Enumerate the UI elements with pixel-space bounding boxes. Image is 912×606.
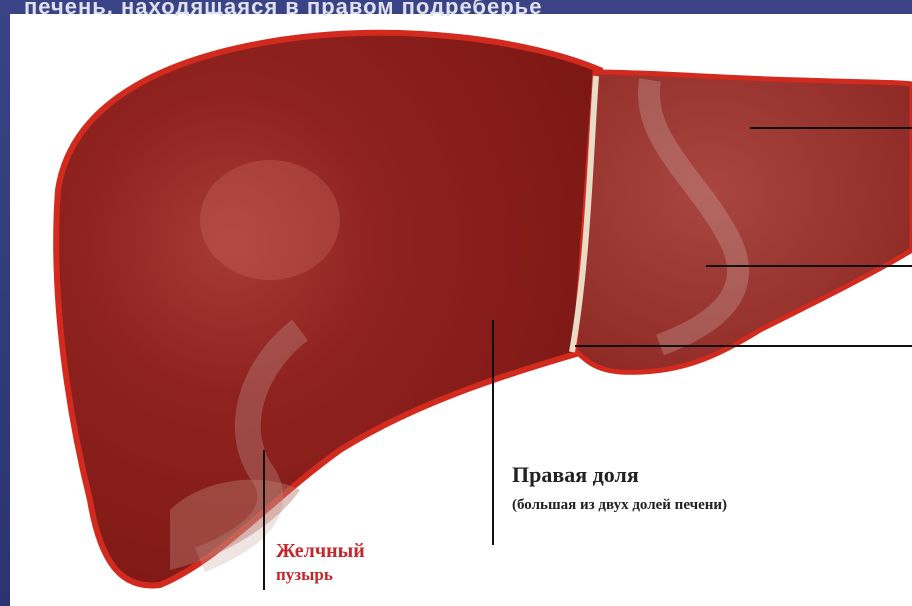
highlight <box>200 160 340 280</box>
gallbladder-label: Желчный <box>276 540 365 563</box>
gallbladder-label-line2: пузырь <box>276 565 333 585</box>
right-lobe-sublabel: (большая из двух долей печени) <box>512 497 742 514</box>
right-lobe-label: Правая доля <box>512 462 639 487</box>
left-lobe-shape <box>575 72 912 372</box>
